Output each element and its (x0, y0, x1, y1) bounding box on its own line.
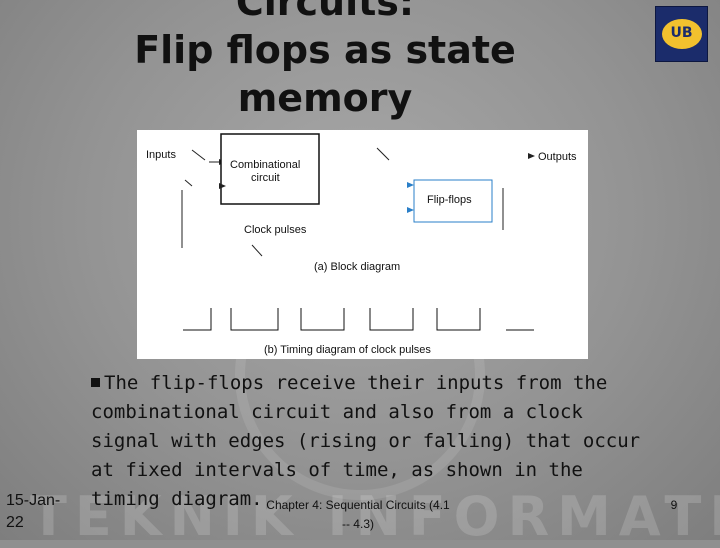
date-line-2: 22 (6, 514, 24, 531)
bullet-text: The flip-flops receive their inputs from… (91, 372, 641, 510)
output-stroke (376, 147, 390, 161)
feedback-arrowhead (219, 183, 226, 189)
figure-svg: Inputs Combinational circuit Outputs Fli… (146, 133, 577, 356)
title-line-1: Circuits: (235, 0, 415, 24)
slide-title: Circuits: Flip flops as state memory (90, 0, 560, 122)
chapter-line-1: Chapter 4: Sequential Circuits (4.1 (266, 498, 450, 512)
comb-label-1: Combinational (230, 159, 300, 171)
logo-emblem (662, 19, 702, 49)
page-number: 9 (670, 498, 678, 512)
flipflop-input-arrowhead-2 (407, 207, 414, 213)
clock-stroke (251, 244, 263, 257)
sequential-circuit-figure: Inputs Combinational circuit Outputs Fli… (137, 130, 588, 359)
title-line-2: Flip flops as state (134, 28, 516, 72)
comb-label-2: circuit (251, 172, 280, 184)
caption-timing-diagram: (b) Timing diagram of clock pulses (264, 344, 431, 356)
footer-date: 15-Jan- 22 (6, 490, 76, 534)
bullet-paragraph: The flip-flops receive their inputs from… (91, 369, 651, 514)
university-logo: UB (655, 6, 708, 62)
title-line-3: memory (237, 76, 413, 120)
flipflops-box (413, 179, 493, 223)
clock-label: Clock pulses (244, 224, 307, 236)
outputs-arrowhead (528, 153, 535, 159)
clock-waveform (183, 308, 534, 331)
footer-chapter: Chapter 4: Sequential Circuits (4.1 -- 4… (248, 496, 468, 534)
flipflops-label: Flip-flops (427, 194, 472, 206)
watermark-text: TEKNIK INFORMATIKA (30, 485, 720, 548)
combinational-box (220, 133, 320, 205)
inputs-stroke (191, 149, 206, 161)
bullet-square-icon (91, 378, 100, 387)
feedback-stroke (184, 179, 193, 187)
logo-text: UB (670, 25, 693, 41)
date-line-1: 15-Jan- (6, 492, 61, 509)
outputs-label: Outputs (538, 151, 577, 163)
chapter-line-2: -- 4.3) (341, 517, 374, 531)
inputs-label: Inputs (146, 149, 176, 161)
caption-block-diagram: (a) Block diagram (314, 261, 400, 273)
flipflop-input-arrowhead-1 (407, 182, 414, 188)
